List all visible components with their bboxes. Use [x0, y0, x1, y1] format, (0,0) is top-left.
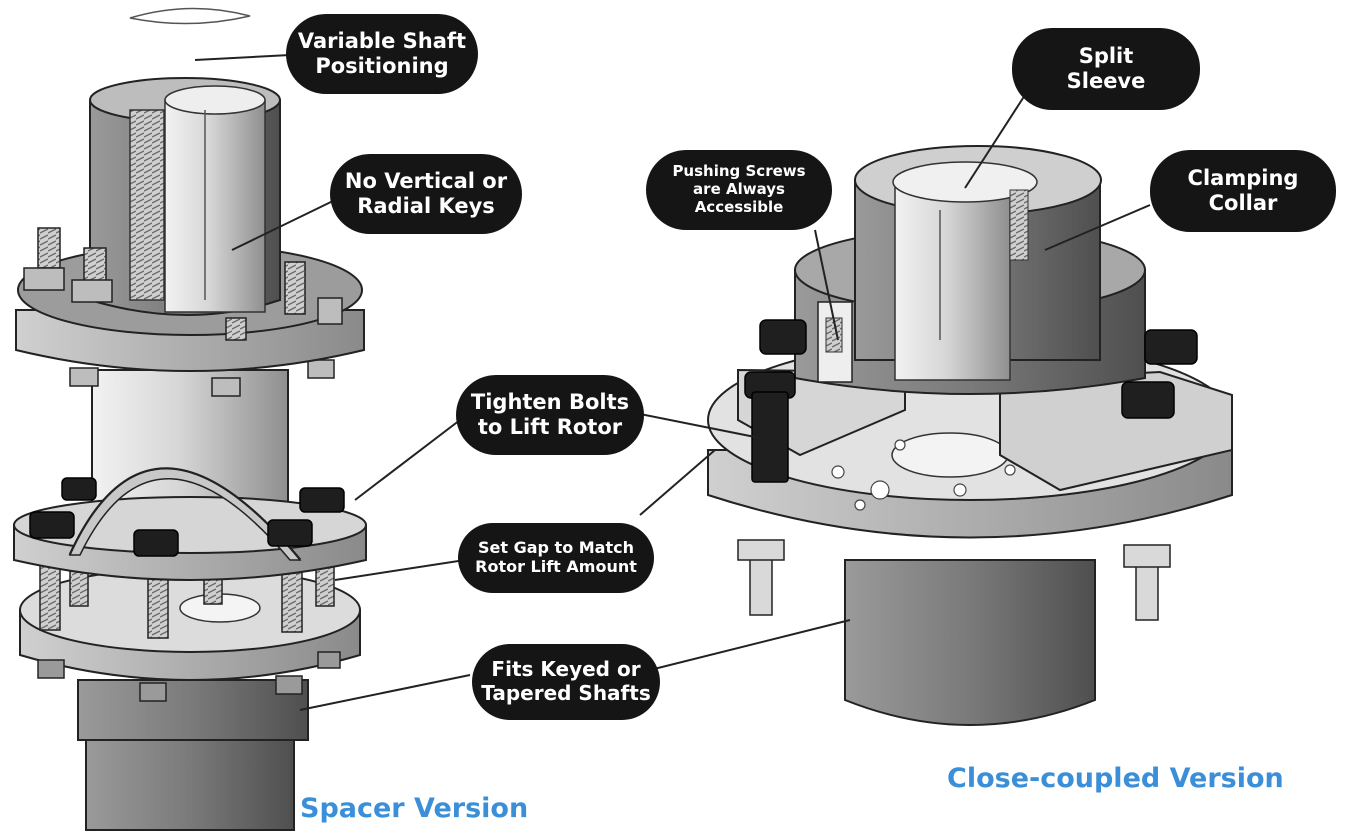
callout-line: are Always	[693, 180, 785, 199]
callout-variable-shaft-positioning: Variable Shaft Positioning	[286, 14, 478, 94]
callout-fits-keyed-tapered: Fits Keyed or Tapered Shafts	[472, 644, 660, 720]
callout-line: Sleeve	[1066, 69, 1146, 93]
callout-line: Pushing Screws	[672, 162, 806, 181]
callout-line: Tapered Shafts	[481, 681, 651, 705]
callout-line: to Lift Rotor	[477, 415, 623, 439]
callout-clamping-collar: Clamping Collar	[1150, 150, 1336, 232]
callout-pushing-screws: Pushing Screws are Always Accessible	[646, 150, 832, 230]
callout-line: Clamping	[1187, 166, 1299, 191]
callout-line: Split	[1078, 44, 1134, 69]
callout-line: No Vertical or	[344, 169, 508, 194]
callout-line: Collar	[1208, 191, 1278, 215]
close-coupled-coupling	[707, 145, 1233, 726]
callout-set-gap: Set Gap to Match Rotor Lift Amount	[458, 523, 654, 593]
caption-spacer-version: Spacer Version	[300, 793, 529, 824]
callout-line: Fits Keyed or	[491, 657, 641, 682]
callout-no-vertical-radial-keys: No Vertical or Radial Keys	[330, 154, 522, 234]
callout-line: Variable Shaft	[297, 29, 467, 54]
callout-line: Accessible	[694, 197, 784, 216]
callout-line: Tighten Bolts	[470, 390, 630, 415]
leader-lines	[194, 54, 1151, 711]
spacer-coupling	[13, 7, 367, 831]
callout-line: Positioning	[315, 54, 449, 78]
callout-line: Rotor Lift Amount	[475, 557, 637, 576]
callout-split-sleeve: Split Sleeve	[1012, 28, 1200, 110]
callout-line: Set Gap to Match	[478, 538, 634, 558]
caption-close-coupled-version: Close-coupled Version	[947, 763, 1284, 794]
callout-line: Radial Keys	[357, 194, 495, 218]
callout-tighten-bolts: Tighten Bolts to Lift Rotor	[456, 375, 644, 455]
